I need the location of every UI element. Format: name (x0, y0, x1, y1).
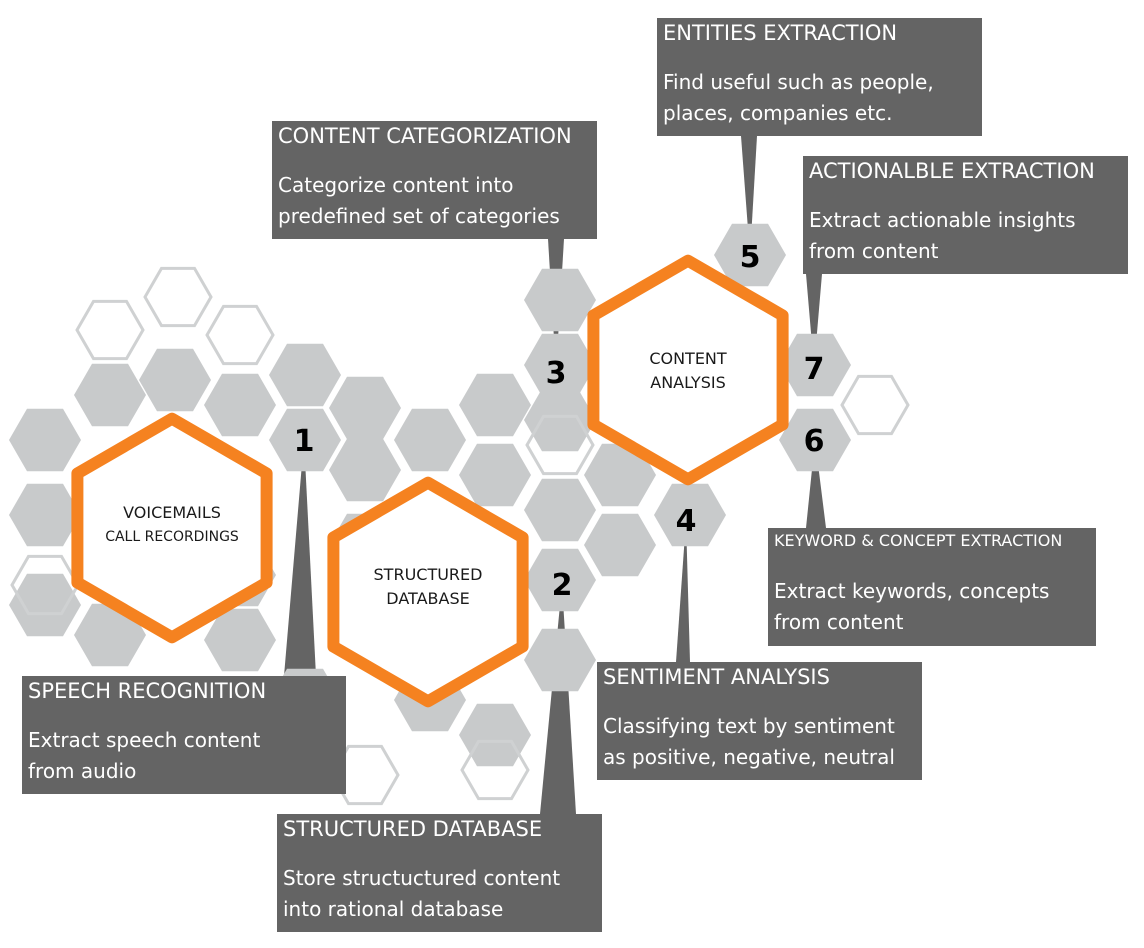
hub-content-ring (587, 254, 789, 486)
hex-cell (329, 438, 401, 502)
step-number-5: 5 (740, 240, 761, 275)
hex-cell (204, 373, 276, 437)
callout-title: SPEECH RECOGNITION (28, 679, 267, 703)
callout-speech-recognition: SPEECH RECOGNITION Extract speech conten… (22, 676, 346, 794)
hex-cell (524, 628, 596, 692)
step-number-2: 2 (552, 568, 573, 603)
hex-cell-outline (840, 374, 910, 436)
step-number-hexes: 1 2 3 4 5 6 7 (294, 240, 825, 603)
hex-cell (654, 483, 726, 547)
hex-cell (584, 513, 656, 577)
callout-description: Find useful such as people, places, comp… (663, 70, 934, 125)
hex-cell-outline (460, 739, 530, 801)
hex-cell (74, 363, 146, 427)
hex-cell (9, 408, 81, 472)
callout-description: Extract actionable insights from content (809, 208, 1076, 263)
hex-cell (524, 548, 596, 612)
pointer-7 (806, 440, 826, 528)
hex-cell (329, 376, 401, 440)
hex-cell (459, 443, 531, 507)
pointer-6 (806, 274, 822, 368)
hub-voicemails-ring (71, 412, 273, 644)
pointer-1 (284, 440, 316, 676)
hex-cell-outline (143, 266, 213, 328)
step-number-4: 4 (676, 504, 697, 539)
hex-cell (584, 443, 656, 507)
hex-cell (9, 483, 81, 547)
callout-description: Categorize content into predefined set o… (278, 173, 560, 228)
callout-content-categorization: CONTENT CATEGORIZATION Categorize conten… (272, 121, 597, 239)
callout-sentiment-analysis: SENTIMENT ANALYSIS Classifying text by s… (597, 662, 922, 780)
hex-cell (779, 333, 851, 397)
callout-title: CONTENT CATEGORIZATION (278, 124, 572, 148)
hex-cell (394, 408, 466, 472)
callout-actionable-extraction: ACTIONALBLE EXTRACTION Extract actionabl… (803, 156, 1128, 274)
callout-title: SENTIMENT ANALYSIS (603, 665, 830, 689)
hex-cell (74, 603, 146, 667)
hex-cell-outline (75, 299, 145, 361)
callout-description: Classifying text by sentiment as positiv… (603, 714, 895, 769)
callout-entities-extraction: ENTITIES EXTRACTION Find useful such as … (657, 18, 982, 136)
hex-cell (524, 388, 596, 452)
callout-keyword-concept-extraction: KEYWORD & CONCEPT EXTRACTION Extract key… (768, 528, 1096, 646)
hex-cell (459, 703, 531, 767)
hex-cell (779, 408, 851, 472)
background-hex-cells (9, 223, 910, 806)
callout-description: Store structuctured content into rationa… (283, 866, 561, 921)
callout-title: STRUCTURED DATABASE (283, 817, 543, 841)
hex-cell (269, 343, 341, 407)
callout-title: ACTIONALBLE EXTRACTION (809, 159, 1095, 183)
callout-description: Extract speech content from audio (28, 728, 261, 783)
hex-cell (269, 408, 341, 472)
pointer-5 (741, 136, 757, 256)
step-number-3: 3 (546, 356, 567, 391)
hex-cell (524, 478, 596, 542)
hex-cell (204, 608, 276, 672)
hex-cell (714, 223, 786, 287)
pointer-4 (676, 520, 690, 662)
hex-cell-outline (205, 304, 275, 366)
hex-cell-outline (525, 414, 595, 476)
hex-cell (524, 268, 596, 332)
hex-cell-outline (10, 554, 80, 616)
hub-structured-ring (327, 476, 529, 708)
pointer-2 (540, 584, 576, 814)
callout-title: KEYWORD & CONCEPT EXTRACTION (774, 531, 1063, 550)
hex-cell (459, 373, 531, 437)
step-number-7: 7 (804, 352, 825, 387)
hex-cell (9, 573, 81, 637)
callout-structured-database: STRUCTURED DATABASE Store structuctured … (277, 814, 602, 932)
hex-cell (139, 348, 211, 412)
callout-description: Extract keywords, concepts from content (774, 579, 1050, 634)
hex-cell (524, 333, 596, 397)
step-number-6: 6 (804, 424, 825, 459)
step-number-1: 1 (294, 424, 315, 459)
hub-hexes (71, 254, 789, 708)
callout-title: ENTITIES EXTRACTION (663, 21, 898, 45)
